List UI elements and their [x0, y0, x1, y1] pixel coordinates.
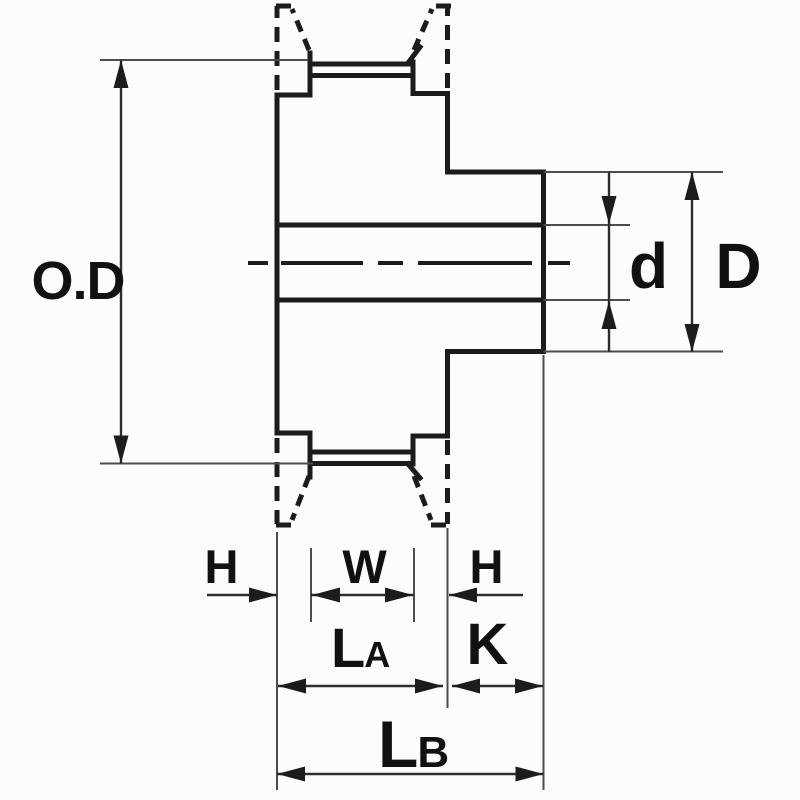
right-profile-and-hub: [410, 59, 546, 467]
h-right-arrow: [449, 587, 477, 603]
left-face-and-bottom-step: [274, 92, 313, 480]
w-right-arrow: [385, 587, 413, 603]
w-label: W: [342, 540, 387, 593]
top-left-step: [274, 50, 313, 98]
hub-top-arrow: [684, 172, 700, 200]
la-label-subscript: A: [364, 634, 390, 675]
flange-top-left-lip: [289, 8, 312, 51]
flange-phantom-lines: [274, 3, 452, 528]
dimension-lines: [119, 60, 694, 776]
lb-left-arrow: [277, 766, 305, 782]
extension-lines: [100, 59, 723, 790]
la-label: LA: [331, 616, 390, 679]
dimension-labels: O.D d D H W H LA K LB: [31, 230, 761, 781]
k-label: K: [467, 612, 509, 677]
flange-bottom-left-lip: [289, 475, 312, 521]
k-left-arrow: [452, 678, 480, 694]
lb-right-arrow: [515, 766, 544, 782]
od-bottom-arrow: [113, 435, 129, 464]
w-left-arrow: [312, 587, 340, 603]
h-left-label: H: [205, 540, 238, 593]
la-right-arrow: [415, 678, 443, 694]
lb-label-subscript: B: [417, 728, 448, 777]
od-top-arrow: [113, 60, 129, 88]
bore-bottom-arrow: [601, 301, 617, 329]
flange-bottom-right-lip: [411, 475, 434, 521]
bore-label: d: [629, 230, 667, 302]
bore-top-arrow: [601, 196, 617, 224]
od-label: O.D: [31, 251, 124, 311]
hub-diameter-label: D: [715, 230, 760, 302]
lb-label: LB: [378, 707, 448, 781]
flange-top-right-lip: [411, 7, 435, 52]
la-label-base: L: [331, 616, 364, 679]
tooth-top-right-chamfer: [404, 43, 424, 67]
tooth-bottom-right-chamfer: [404, 460, 424, 482]
hub-bottom-arrow: [684, 324, 700, 352]
lb-label-base: L: [378, 707, 417, 781]
pulley-body-outline: [274, 43, 546, 482]
dimension-arrowheads: [113, 60, 700, 782]
h-right-label: H: [470, 540, 503, 593]
h-left-arrow: [249, 587, 277, 603]
la-left-arrow: [278, 678, 306, 694]
k-right-arrow: [515, 678, 543, 694]
